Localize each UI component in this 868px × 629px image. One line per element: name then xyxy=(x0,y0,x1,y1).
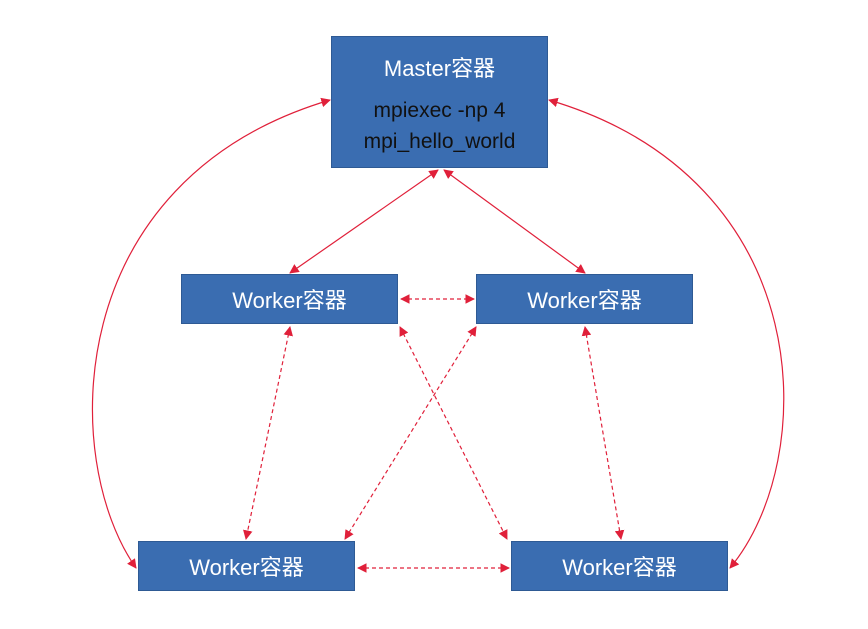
worker-top-left-to-bottom-left-connector xyxy=(243,326,293,540)
master-to-worker-bottom-right-curve xyxy=(548,97,785,569)
worker-container-node-bottom-left: Worker容器 xyxy=(138,541,355,591)
master-command-line-2: mpi_hello_world xyxy=(363,130,516,153)
worker-container-node-top-left: Worker容器 xyxy=(181,274,398,324)
master-to-worker-top-left-connector xyxy=(289,169,439,274)
worker-top-left-to-bottom-right-connector xyxy=(399,326,508,540)
worker-label: Worker容器 xyxy=(527,288,642,313)
worker-label: Worker容器 xyxy=(232,288,347,313)
worker-container-node-top-right: Worker容器 xyxy=(476,274,693,324)
master-to-worker-top-right-connector xyxy=(443,169,586,274)
master-title: Master容器 xyxy=(383,56,496,81)
master-to-worker-bottom-left-curve xyxy=(91,97,331,569)
worker-label: Worker容器 xyxy=(562,555,677,580)
master-container-node: Master容器 mpiexec -np 4 mpi_hello_world xyxy=(331,36,548,168)
worker-top-right-to-bottom-left-connector xyxy=(344,326,477,540)
worker-label: Worker容器 xyxy=(189,555,304,580)
worker-container-node-bottom-right: Worker容器 xyxy=(511,541,728,591)
master-command-line-1: mpiexec -np 4 xyxy=(373,99,506,122)
worker-top-right-to-bottom-right-connector xyxy=(581,326,625,540)
